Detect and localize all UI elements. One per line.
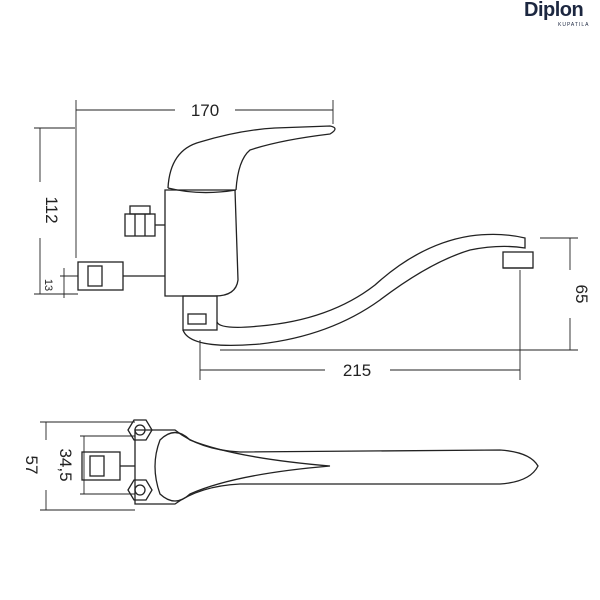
hex-nut-bottom [127,479,153,501]
inlet-nut [124,213,156,237]
lever-handle [167,125,336,191]
spout-base [182,295,218,331]
dim-inlet-height: 13 [42,279,54,291]
dimension-lines [34,100,578,511]
dim-height: 112 [42,196,61,223]
spout [182,233,526,347]
hex-nut-top [127,419,153,441]
brand-logo: Diplon [524,0,584,21]
faucet-top-view [81,419,539,505]
faucet-body [164,189,239,297]
aerator [502,251,534,269]
dim-spout-height: 65 [572,285,591,304]
brand-logo-subtitle: KUPATILA [558,22,590,28]
dim-overall-width: 170 [191,101,219,120]
dim-top-inner-width: 34,5 [56,448,75,481]
lever-handle-base [167,187,237,194]
dim-spout-reach: 215 [343,361,371,380]
dim-top-outer-width: 57 [22,456,41,475]
